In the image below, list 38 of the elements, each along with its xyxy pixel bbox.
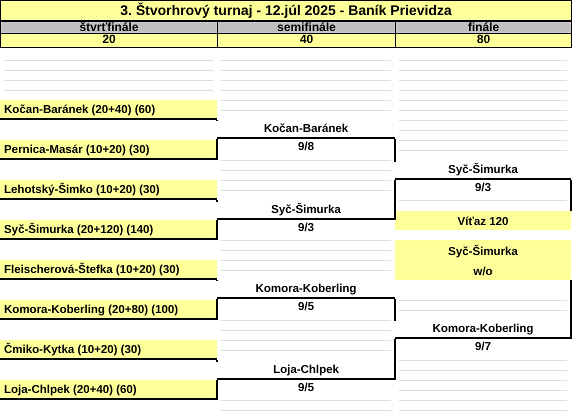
result-cell: w/o: [395, 260, 571, 280]
bracket-line: [216, 200, 218, 202]
bracket-line: [216, 280, 218, 281]
points-cell: 40: [217, 33, 396, 48]
points-cell: 20: [0, 33, 218, 48]
bracket-line: [570, 180, 572, 211]
bracket-line: [394, 139, 396, 162]
winner-cell: Loja-Chlpek: [217, 362, 395, 380]
bracket-line: [216, 299, 218, 320]
team-cell: Čmiko-Kytka (10+20) (30): [0, 340, 217, 360]
bracket-line: [394, 339, 396, 380]
points-cell: 80: [395, 33, 572, 48]
bracket-line: [216, 220, 218, 240]
winner-cell: Komora-Koberling: [217, 281, 395, 299]
column-header: semifinále: [217, 21, 396, 34]
winner-cell: Syč-Šimurka: [395, 162, 571, 180]
result-cell: Víťaz 120: [395, 211, 571, 230]
team-cell: Lehotský-Šimko (10+20) (30): [0, 180, 217, 200]
team-cell: Kočan-Baránek (20+40) (60): [0, 100, 217, 120]
bracket-line: [570, 280, 572, 339]
title-bar: 3. Štvorhrový turnaj - 12.júl 2025 - Baník Prievidza: [0, 0, 572, 21]
team-cell: Syč-Šimurka (20+120) (140): [0, 220, 217, 240]
column-header: štvrťfinále: [0, 21, 218, 34]
bracket-line: [216, 120, 218, 121]
bracket-line: [216, 380, 218, 400]
team-cell: Komora-Koberling (20+80) (100): [0, 300, 217, 320]
bracket-line: [394, 180, 396, 220]
winner-cell: Komora-Koberling: [395, 321, 571, 339]
team-cell: Pernica-Masár (10+20) (30): [0, 140, 217, 160]
team-cell: Loja-Chlpek (20+40) (60): [0, 380, 217, 400]
column-header: finále: [395, 21, 572, 34]
bracket-line: [216, 360, 218, 362]
bracket-line: [394, 299, 396, 321]
winner-cell: Syč-Šimurka: [217, 202, 395, 220]
result-cell: Syč-Šimurka: [395, 240, 571, 260]
winner-cell: Kočan-Baránek: [217, 121, 395, 139]
bracket-line: [216, 139, 218, 160]
team-cell: Fleischerová-Štefka (10+20) (30): [0, 260, 217, 280]
